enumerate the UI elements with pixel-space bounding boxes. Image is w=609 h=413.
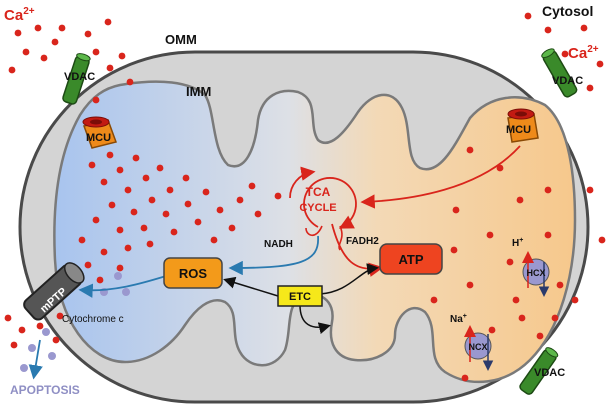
ros-to-mptp-arrow xyxy=(78,275,167,298)
calcium-ions-outside xyxy=(4,12,606,349)
tca-label-line1: TCA xyxy=(306,185,331,199)
hcx-exchanger xyxy=(522,258,550,286)
apoptosis-label: APOPTOSIS xyxy=(10,383,80,397)
etc-box xyxy=(277,285,323,307)
ncx-label: NCX xyxy=(468,342,487,352)
vdac-channel-top-right xyxy=(541,48,578,98)
vdac-label-top-left: VDAC xyxy=(64,71,95,83)
nadh-label: NADH xyxy=(264,239,293,250)
nadh-to-ros-arrow xyxy=(228,235,319,276)
nadh-branch xyxy=(305,225,323,237)
etc-to-ros-arrow xyxy=(223,276,279,297)
mcu-uniporter-right xyxy=(507,108,539,143)
hcx-label: HCX xyxy=(526,268,545,278)
vdac-label-bottom-right: VDAC xyxy=(534,367,565,379)
ros-box xyxy=(163,257,223,289)
fadh2-branch xyxy=(338,225,343,251)
omm-label: OMM xyxy=(165,32,197,47)
tca-cycle xyxy=(289,166,357,229)
ncx-exchanger xyxy=(464,332,492,360)
h-label: H+ xyxy=(512,237,523,249)
cytochrome-c-label: Cytochrome c xyxy=(62,314,124,325)
vdac-channel-top-left xyxy=(62,53,91,105)
ros-label: ROS xyxy=(179,266,208,281)
imm-label: IMM xyxy=(186,84,211,99)
mptp-pore xyxy=(23,262,85,321)
mcu-uniporter-left xyxy=(82,116,117,149)
fadh2-label: FADH2 xyxy=(346,236,379,247)
calcium-ions-matrix xyxy=(70,136,552,382)
etc-label: ETC xyxy=(289,291,311,303)
na-label: Na+ xyxy=(450,313,467,325)
calcium-label-right: Ca2+ xyxy=(568,44,599,62)
vdac-channel-bottom-right xyxy=(519,347,559,395)
etc-down-arrow xyxy=(299,304,331,335)
calcium-label-left: Ca2+ xyxy=(4,6,35,24)
mcu-label-left: MCU xyxy=(86,132,111,144)
cytosol-label: Cytosol xyxy=(542,3,593,19)
atp-box xyxy=(379,243,443,275)
tca-label-line2: CYCLE xyxy=(299,202,336,214)
atp-label: ATP xyxy=(398,252,423,267)
vdac-label-top-right: VDAC xyxy=(552,75,583,87)
calcium-to-tca-arrow xyxy=(360,145,521,209)
etc-to-atp-arrow xyxy=(319,263,379,295)
inner-membrane xyxy=(53,80,577,384)
mptp-to-apoptosis-arrow xyxy=(28,339,43,380)
mcu-label-right: MCU xyxy=(506,124,531,136)
